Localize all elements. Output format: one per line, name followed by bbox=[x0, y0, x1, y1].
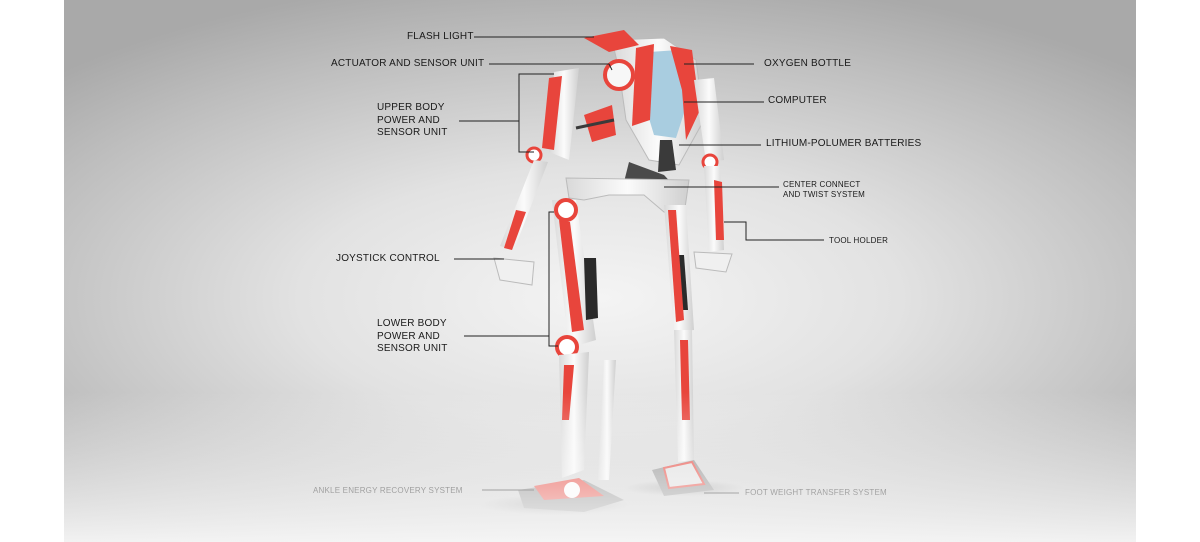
right-leg bbox=[652, 205, 714, 496]
label-tool-holder: TOOL HOLDER bbox=[829, 236, 889, 245]
label-ankle-energy-recovery: ANKLE ENERGY RECOVERY SYSTEM bbox=[313, 486, 463, 495]
flash-light-part bbox=[584, 30, 639, 52]
label-lithium-batteries: LITHIUM-POLUMER BATTERIES bbox=[766, 138, 922, 149]
exoskeleton-render bbox=[454, 30, 824, 515]
label-lower-body-power: LOWER BODY POWER AND SENSOR UNIT bbox=[377, 318, 448, 354]
label-actuator-sensor-unit: ACTUATOR AND SENSOR UNIT bbox=[331, 58, 485, 69]
render-stage: FLASH LIGHT ACTUATOR AND SENSOR UNIT UPP… bbox=[64, 0, 1136, 542]
label-oxygen-bottle: OXYGEN BOTTLE bbox=[764, 58, 852, 69]
label-joystick-control: JOYSTICK CONTROL bbox=[336, 253, 440, 264]
label-computer: COMPUTER bbox=[768, 95, 827, 106]
leader-lines bbox=[454, 36, 824, 494]
actuator-disc bbox=[603, 59, 635, 91]
label-flash-light: FLASH LIGHT bbox=[407, 31, 474, 42]
right-arm bbox=[693, 78, 733, 273]
hip-frame bbox=[565, 177, 690, 216]
label-foot-weight-transfer: FOOT WEIGHT TRANSFER SYSTEM bbox=[745, 488, 887, 497]
label-center-connect: CENTER CONNECT AND TWIST SYSTEM bbox=[783, 180, 866, 199]
left-leg bbox=[518, 198, 624, 512]
label-upper-body-power: UPPER BODY POWER AND SENSOR UNIT bbox=[377, 102, 448, 138]
